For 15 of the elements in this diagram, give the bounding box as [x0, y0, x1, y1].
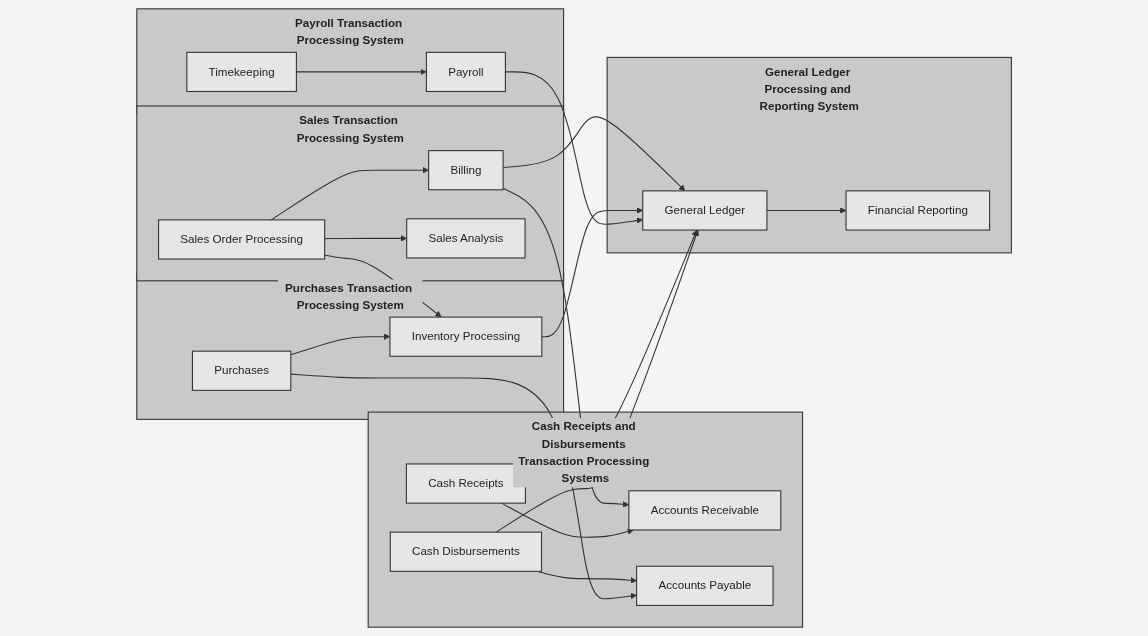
arrow	[541, 207, 643, 338]
node-box: General Ledger	[642, 190, 768, 231]
node-box: Accounts Receivable	[628, 490, 782, 531]
node-box: Payroll	[425, 51, 506, 93]
node-box: Billing	[428, 150, 504, 191]
node-box: Financial Reporting	[845, 190, 991, 231]
arrow	[270, 167, 429, 221]
node-box: Timekeeping	[186, 51, 297, 93]
node-box: Purchases	[191, 350, 292, 391]
arrow	[324, 235, 407, 242]
node-box: Sales Analysis	[406, 218, 526, 259]
node-box: Sales Order Processing	[157, 219, 326, 260]
node-box: Inventory Processing	[389, 316, 543, 357]
node-box: Accounts Payable	[636, 565, 774, 606]
node-box: Cash Disbursements	[389, 531, 542, 572]
